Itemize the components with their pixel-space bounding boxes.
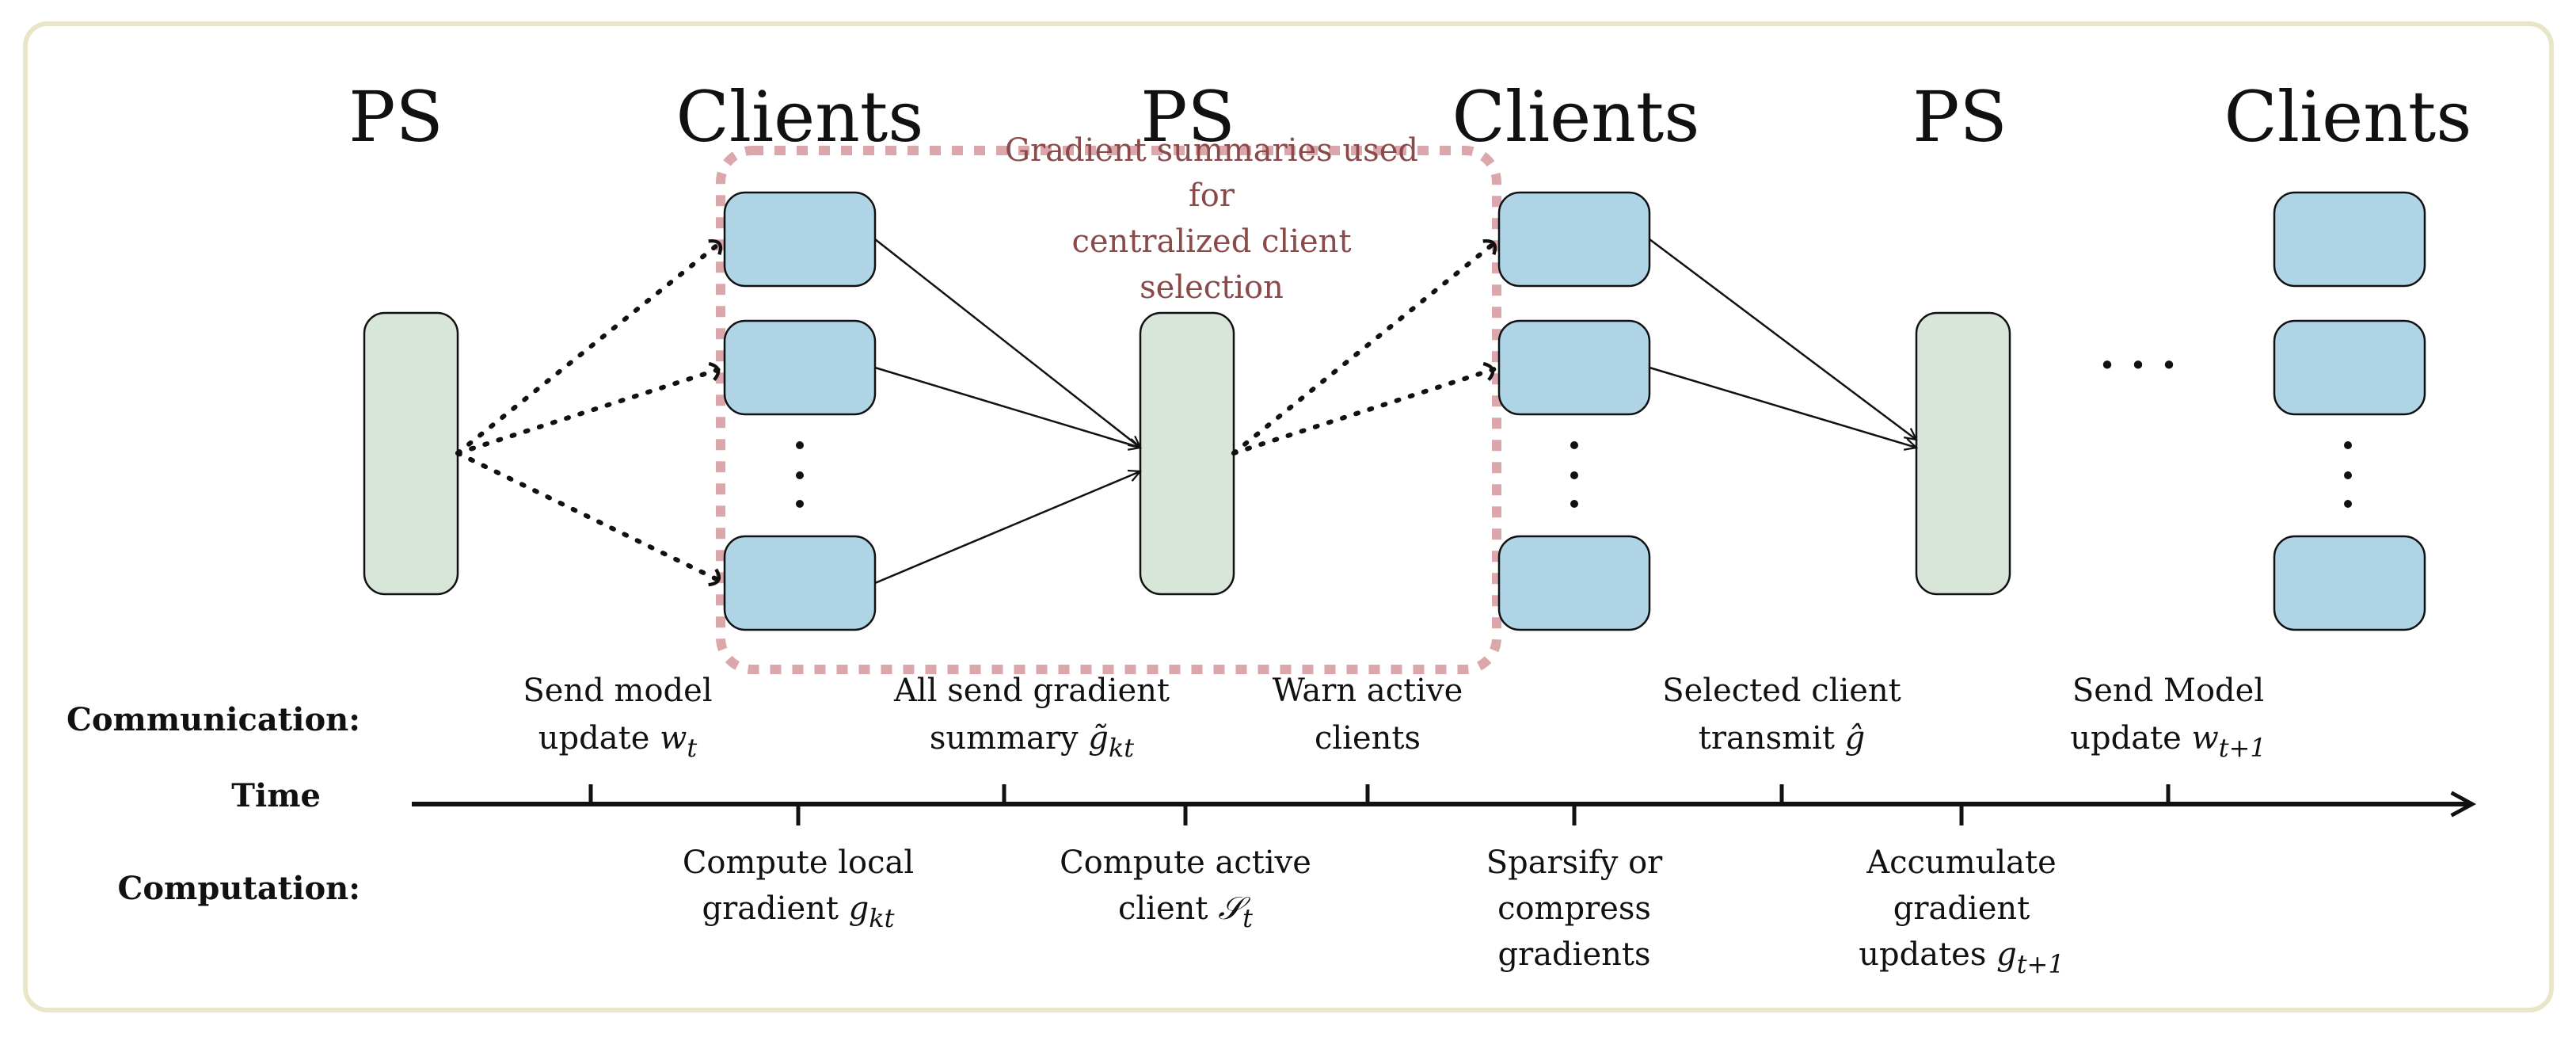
comp-step-1-last: gradient gkt bbox=[702, 890, 894, 933]
comp-step-1-line1: Compute local bbox=[683, 844, 914, 881]
comm-step-1-line2: update wt bbox=[538, 720, 698, 763]
row-label-computation: Computation: bbox=[118, 870, 360, 907]
broadcast-arrows-1 bbox=[455, 237, 727, 587]
comm-step-3-line1: Warn active bbox=[1273, 673, 1463, 709]
gradient-summary-arrows bbox=[874, 238, 1140, 585]
client-node-2b bbox=[1497, 319, 1651, 416]
header-ps-1: PS bbox=[348, 76, 443, 158]
client-node-1b bbox=[723, 319, 877, 416]
comm-step-5-line1: Send Model bbox=[2072, 673, 2264, 709]
comm-step-4-line2: transmit ĝ bbox=[1699, 720, 1865, 757]
ps-node-2 bbox=[1139, 311, 1235, 596]
comm-step-2-line2: summary g̃kt bbox=[930, 720, 1134, 763]
highlight-note: Gradient summaries used for centralized … bbox=[1005, 132, 1418, 306]
comm-ticks bbox=[588, 784, 2171, 804]
comp-step-3-line1: Sparsify or bbox=[1486, 844, 1663, 881]
row-label-time: Time bbox=[231, 777, 321, 814]
comp-step-3-last: gradients bbox=[1497, 936, 1650, 973]
selected-transmit-arrows bbox=[1649, 238, 1916, 448]
comm-step-2-line1: All send gradient bbox=[893, 673, 1170, 709]
client-node-3c bbox=[2273, 535, 2426, 631]
comm-step-4-line1: Selected client bbox=[1662, 673, 1901, 709]
centralized-selection-highlight bbox=[716, 146, 1501, 674]
row-label-communication: Communication: bbox=[67, 701, 360, 738]
client-node-1c bbox=[723, 535, 877, 631]
comm-step-5-line2: update wt+1 bbox=[2070, 720, 2266, 763]
svg-text:selection: selection bbox=[1140, 269, 1284, 306]
comp-ticks bbox=[796, 804, 1964, 825]
header-clients-2: Clients bbox=[1452, 76, 1700, 158]
comp-step-2-last: client 𝒮t bbox=[1118, 890, 1253, 933]
comp-step-4-last: updates gt+1 bbox=[1859, 936, 2064, 979]
client-node-2c bbox=[1497, 535, 1651, 631]
comp-step-4-line2: gradient bbox=[1893, 890, 2030, 927]
vertical-ellipsis-2 bbox=[1570, 441, 1578, 508]
header-ps-2: PS bbox=[1140, 76, 1235, 158]
client-node-1a bbox=[723, 191, 877, 288]
outer-frame bbox=[23, 21, 2554, 1012]
client-node-3b bbox=[2273, 319, 2426, 416]
header-clients-1: Clients bbox=[676, 76, 924, 158]
svg-text:centralized client: centralized client bbox=[1071, 223, 1351, 260]
comm-step-1-line1: Send model bbox=[523, 673, 712, 709]
communication-labels: Send model update wt All send gradient summ… bbox=[523, 673, 2266, 763]
svg-text:Gradient summaries used: Gradient summaries used bbox=[1005, 132, 1418, 169]
vertical-ellipsis-3 bbox=[2344, 441, 2352, 508]
warn-active-arrows bbox=[1231, 237, 1501, 456]
comp-step-2-line1: Compute active bbox=[1060, 844, 1311, 881]
comp-step-3-line2: compress bbox=[1497, 890, 1651, 927]
vertical-ellipsis-1 bbox=[796, 441, 804, 508]
comp-step-4-line1: Accumulate bbox=[1866, 844, 2057, 881]
ps-node-3 bbox=[1915, 311, 2011, 596]
comm-step-3-line2: clients bbox=[1315, 720, 1421, 757]
svg-text:for: for bbox=[1189, 177, 1235, 214]
computation-labels: Compute local gradient gkt Compute active c… bbox=[683, 844, 2064, 979]
header-ps-3: PS bbox=[1912, 76, 2007, 158]
header-clients-3: Clients bbox=[2224, 76, 2472, 158]
client-node-3a bbox=[2273, 191, 2426, 288]
client-node-2a bbox=[1497, 191, 1651, 288]
horizontal-ellipsis: · · · bbox=[2099, 339, 2176, 391]
ps-node-1 bbox=[363, 311, 459, 596]
